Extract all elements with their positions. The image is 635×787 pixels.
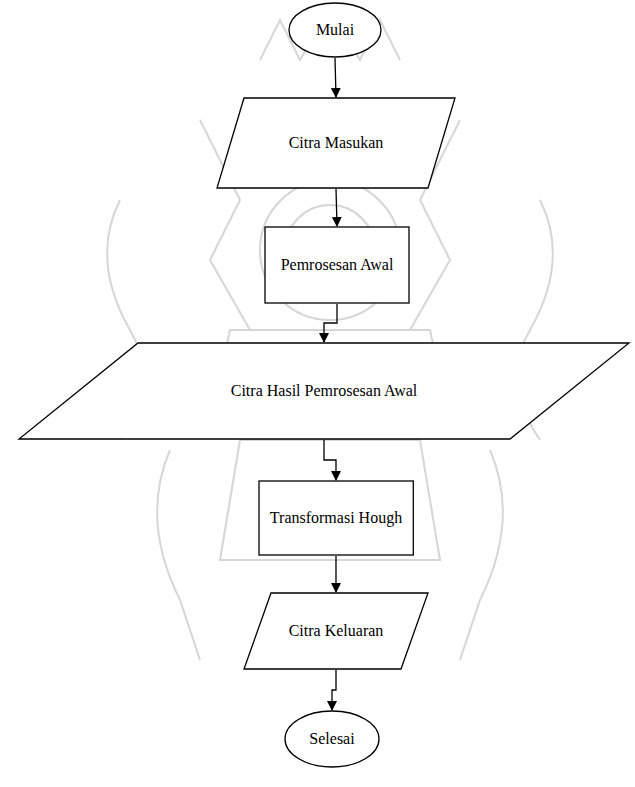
flow-arrow xyxy=(335,556,336,592)
flow-arrow xyxy=(335,58,336,97)
flow-arrow xyxy=(332,670,336,710)
node-label: Pemrosesan Awal xyxy=(281,256,394,274)
flow-arrow xyxy=(324,304,337,342)
io-parallelogram: Citra Masukan xyxy=(216,97,456,189)
flow-arrow xyxy=(336,189,337,226)
terminator-oval: Mulai xyxy=(288,2,382,58)
node-label: Citra Keluaran xyxy=(289,622,384,640)
node-label: Mulai xyxy=(316,21,354,39)
io-parallelogram: Citra Hasil Pemrosesan Awal xyxy=(18,342,630,440)
io-parallelogram: Citra Keluaran xyxy=(243,592,429,670)
flow-arrow xyxy=(324,440,336,480)
process-box: Transformasi Hough xyxy=(258,480,414,556)
process-box: Pemrosesan Awal xyxy=(264,226,410,304)
node-label: Transformasi Hough xyxy=(270,509,402,527)
node-label: Citra Masukan xyxy=(289,134,384,152)
node-label: Selesai xyxy=(309,730,354,748)
terminator-oval: Selesai xyxy=(284,710,380,768)
node-label: Citra Hasil Pemrosesan Awal xyxy=(231,382,418,400)
